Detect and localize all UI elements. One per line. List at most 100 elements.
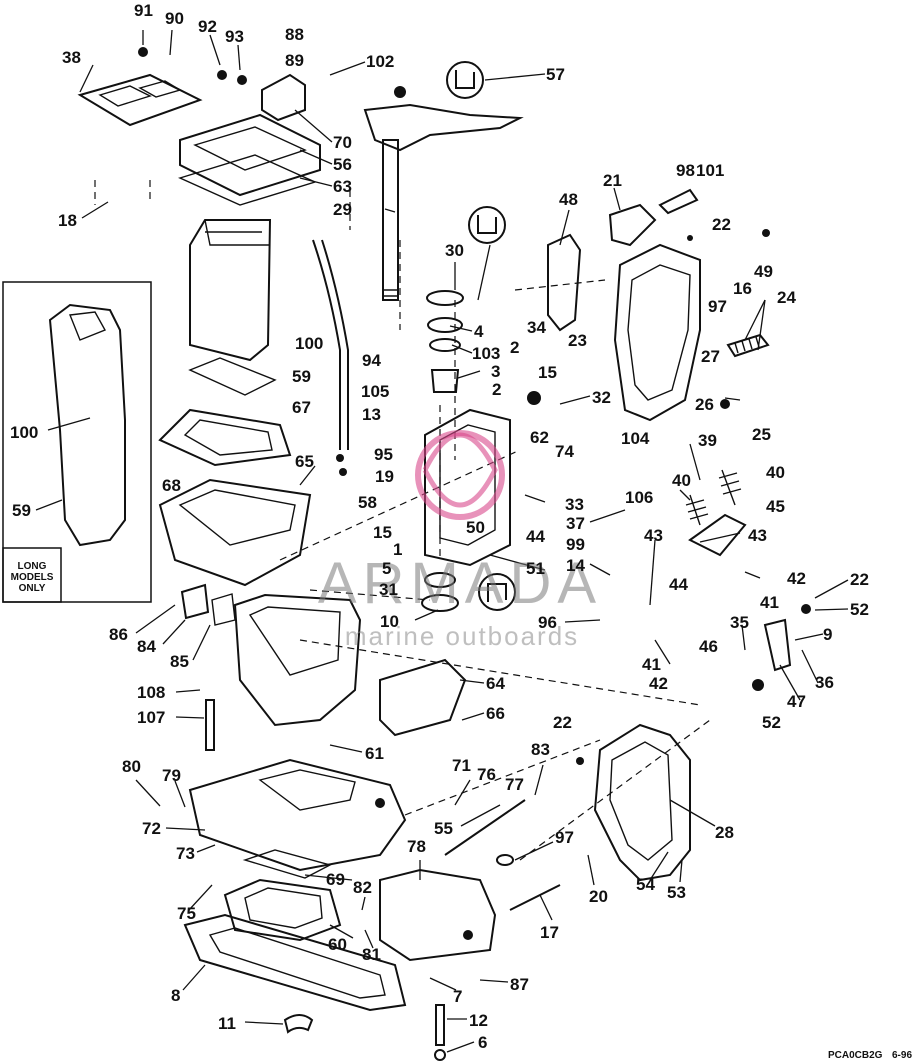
cover-64 xyxy=(379,658,467,737)
part-label: 106 xyxy=(625,488,653,507)
part-label: 78 xyxy=(407,837,426,856)
lever-48 xyxy=(547,233,582,332)
part-label: 26 xyxy=(695,395,714,414)
lower-plate-raised xyxy=(258,769,356,811)
lube-icon-5-glyph xyxy=(487,583,507,602)
plate-45 xyxy=(688,513,747,557)
stern-bracket-28-inner xyxy=(609,741,673,861)
inset-note-line-3: ONLY xyxy=(19,583,46,594)
part-label: 39 xyxy=(698,431,717,450)
exhaust-tube-top xyxy=(204,219,270,246)
spring-24-coils xyxy=(734,336,760,354)
part-label: 89 xyxy=(285,51,304,70)
washer-30 xyxy=(426,290,464,306)
part-label: 30 xyxy=(445,241,464,260)
bushing-3 xyxy=(430,369,460,393)
part-label: 93 xyxy=(225,27,244,46)
lower-pan-8 xyxy=(183,913,407,1012)
part-label: 101 xyxy=(696,161,724,180)
part-label: 51 xyxy=(526,559,545,578)
part-label: 25 xyxy=(752,425,771,444)
part-label: 43 xyxy=(748,526,767,545)
part-label: 70 xyxy=(333,133,352,152)
bushing-4 xyxy=(427,317,463,333)
gasket-69 xyxy=(242,849,332,879)
part-label: 61 xyxy=(365,744,384,763)
inset-frame xyxy=(2,281,152,603)
part-label: 28 xyxy=(715,823,734,842)
housing-65 xyxy=(158,478,312,587)
gasket-67 xyxy=(188,357,277,396)
part-label: 59 xyxy=(292,367,311,386)
part-label: 97 xyxy=(708,297,727,316)
part-label: 99 xyxy=(566,535,585,554)
mount-block-89 xyxy=(261,73,306,122)
seal-60-inner xyxy=(244,887,323,929)
housing-65-inner xyxy=(178,489,296,546)
part-label: 107 xyxy=(137,708,165,727)
part-label: 2 xyxy=(492,380,501,399)
part-label: 71 xyxy=(452,756,471,775)
part-label: 105 xyxy=(361,382,389,401)
part-label: 108 xyxy=(137,683,165,702)
exhaust-plate-38 xyxy=(77,73,203,127)
part-label: 59 xyxy=(12,501,31,520)
part-drawings xyxy=(48,61,792,1061)
part-label: 16 xyxy=(733,279,752,298)
date-code: 6-96 xyxy=(892,1050,912,1061)
spring-40b xyxy=(718,469,742,506)
part-label: 35 xyxy=(730,613,749,632)
lube-icon-30-glyph xyxy=(477,215,497,234)
gasket-85 xyxy=(211,593,236,626)
part-label: 43 xyxy=(644,526,663,545)
part-label: 86 xyxy=(109,625,128,644)
part-label: 12 xyxy=(469,1011,488,1030)
inset-note-box xyxy=(2,547,62,603)
hardware-dots xyxy=(138,47,811,940)
shaft-55 xyxy=(444,799,526,856)
clamp-21 xyxy=(608,203,657,247)
part-label: 6 xyxy=(478,1033,487,1052)
part-label: 53 xyxy=(667,883,686,902)
reference-code: PCA0CB2G xyxy=(828,1050,883,1061)
part-label: 102 xyxy=(366,52,394,71)
watermark-subtitle: marine outboards xyxy=(345,621,579,651)
part-label: 3 xyxy=(491,362,500,381)
part-label: 62 xyxy=(530,428,549,447)
pin-98 xyxy=(658,188,699,215)
nut-6 xyxy=(434,1049,446,1061)
part-label: 63 xyxy=(333,177,352,196)
bracket-47 xyxy=(763,618,792,672)
part-label: 69 xyxy=(326,870,345,889)
steering-arm-57 xyxy=(363,103,524,152)
part-label: 31 xyxy=(379,580,398,599)
part-labels: 91 90 92 93 88 89 102 57 38 70 56 63 29 … xyxy=(10,1,869,1052)
part-label: 29 xyxy=(333,200,352,219)
part-label: 97 xyxy=(555,828,574,847)
part-label: 90 xyxy=(165,9,184,28)
water-tube-94 xyxy=(312,239,341,450)
part-label: 4 xyxy=(474,322,484,341)
part-label: 52 xyxy=(762,713,781,732)
part-label: 11 xyxy=(218,1014,236,1033)
lower-pan-8-inner xyxy=(208,927,386,999)
part-label: 10 xyxy=(380,612,399,631)
part-label: 15 xyxy=(538,363,557,382)
part-label: 74 xyxy=(555,442,574,461)
part-label: 58 xyxy=(358,493,377,512)
part-label: 83 xyxy=(531,740,550,759)
part-label: 67 xyxy=(292,398,311,417)
block-84 xyxy=(180,583,210,620)
part-label: 68 xyxy=(162,476,181,495)
part-label: 1 xyxy=(393,540,402,559)
lube-icon-5 xyxy=(478,573,516,611)
part-label: 19 xyxy=(375,467,394,486)
part-label: 95 xyxy=(374,445,393,464)
stern-bracket-23 xyxy=(613,243,701,422)
part-label: 40 xyxy=(766,463,785,482)
swivel-shaft-29 xyxy=(382,139,399,301)
part-label: 45 xyxy=(766,497,785,516)
part-label: 34 xyxy=(527,318,546,337)
part-label: 75 xyxy=(177,904,196,923)
